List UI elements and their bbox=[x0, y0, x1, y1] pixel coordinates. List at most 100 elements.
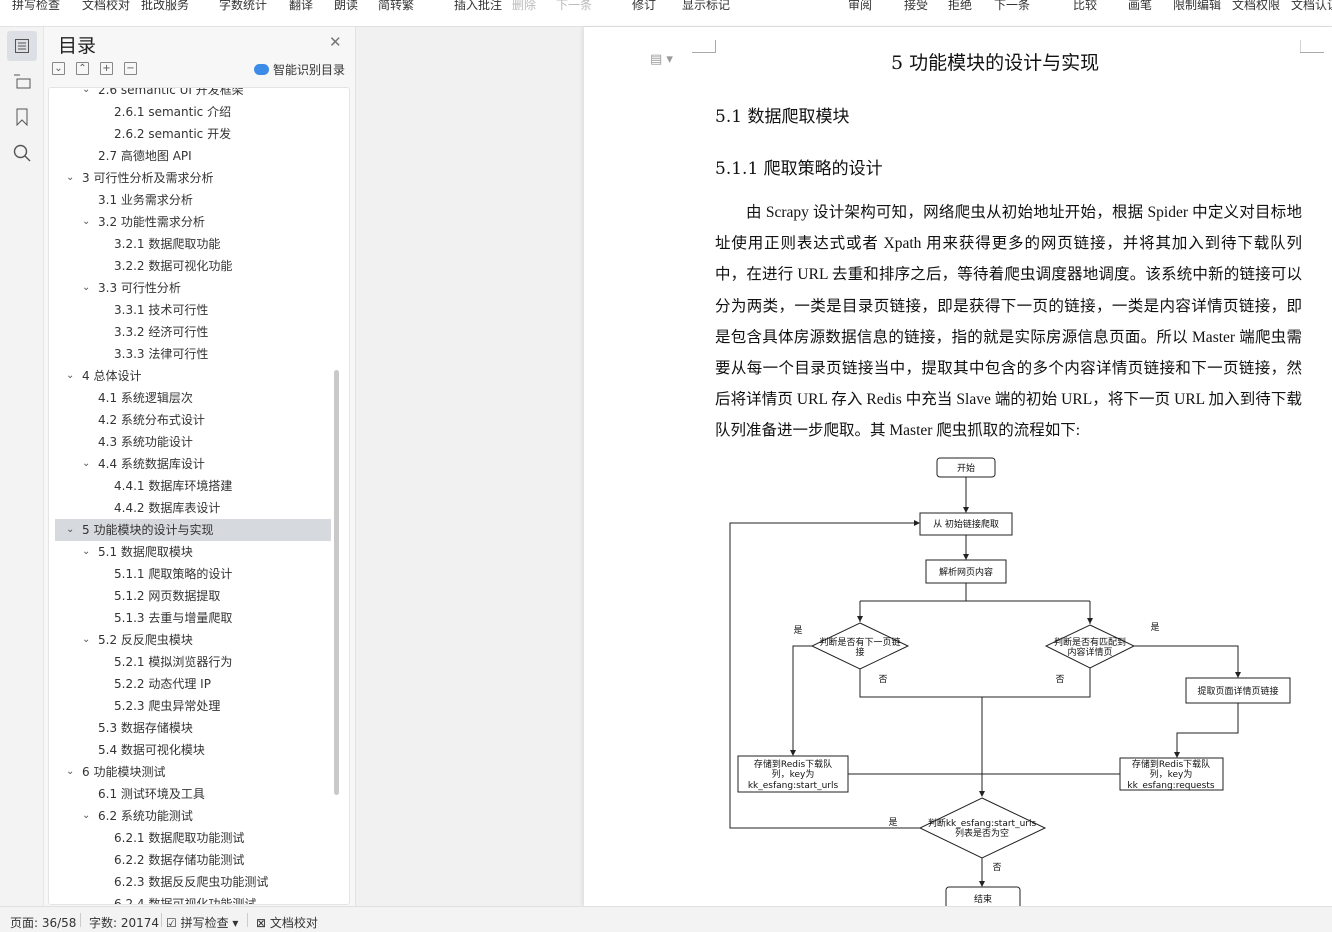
toc-item[interactable]: 5.2.2 动态代理 IP bbox=[55, 673, 331, 695]
chevron-down-icon[interactable]: ⌄ bbox=[66, 524, 75, 535]
bookmark-icon[interactable] bbox=[7, 102, 37, 132]
toc-item[interactable]: 4.4.2 数据库表设计 bbox=[55, 497, 331, 519]
toc-item[interactable]: ⌄3 可行性分析及需求分析 bbox=[55, 167, 331, 189]
collapse-up-icon[interactable]: ⌃ bbox=[76, 62, 89, 75]
toc-item[interactable]: 3.3.1 技术可行性 bbox=[55, 299, 331, 321]
toc-item-label: 2.6 semantic UI 开发框架 bbox=[98, 87, 244, 97]
chevron-down-icon[interactable]: ⌄ bbox=[66, 370, 75, 381]
toc-item[interactable]: 5.1.1 爬取策略的设计 bbox=[55, 563, 331, 585]
navigation-icon[interactable] bbox=[7, 66, 37, 96]
toolbar-item[interactable]: 翻译 bbox=[289, 0, 314, 12]
toc-item-label: 4.4.1 数据库环境搭建 bbox=[114, 479, 233, 493]
toc-item[interactable]: ⌄6.2 系统功能测试 bbox=[55, 805, 331, 827]
toc-item-label: 5.1.3 去重与增量爬取 bbox=[114, 611, 233, 625]
document-icon[interactable]: ▤ ▾ bbox=[650, 52, 673, 67]
toolbar-item[interactable]: 插入批注 bbox=[454, 0, 503, 12]
page-count: 页面: 36/58 bbox=[10, 916, 77, 930]
toolbar-item[interactable]: 显示标记 bbox=[682, 0, 731, 12]
toc-item[interactable]: 6.2.4 数据可视化功能测试 bbox=[55, 893, 331, 905]
toolbar-item[interactable]: 拒绝 bbox=[948, 0, 973, 12]
toc-item[interactable]: 4.4.1 数据库环境搭建 bbox=[55, 475, 331, 497]
toc-item[interactable]: 2.7 高德地图 API bbox=[55, 145, 331, 167]
chevron-down-icon[interactable]: ⌄ bbox=[66, 172, 75, 183]
proofread-icon: ⊠ bbox=[256, 916, 267, 930]
proofread-button[interactable]: ⊠ 文档校对 bbox=[256, 916, 318, 930]
word-count[interactable]: 字数: 20174 bbox=[89, 916, 160, 930]
toc-item-label: 4 总体设计 bbox=[82, 369, 142, 383]
chevron-down-icon[interactable]: ⌄ bbox=[82, 458, 91, 469]
chevron-down-icon[interactable]: ⌄ bbox=[82, 634, 91, 645]
toc-icon[interactable] bbox=[7, 31, 37, 61]
chevron-down-icon[interactable]: ⌄ bbox=[82, 546, 91, 557]
heading-3: 5.1.1 爬取策略的设计 bbox=[715, 159, 883, 179]
toc-item-label: 3.2.1 数据爬取功能 bbox=[114, 237, 221, 251]
toc-item[interactable]: ⌄5.1 数据爬取模块 bbox=[55, 541, 331, 563]
toc-item[interactable]: 5.2.3 爬虫异常处理 bbox=[55, 695, 331, 717]
toc-scrollbar[interactable] bbox=[334, 370, 339, 795]
toc-item[interactable]: 3.3.3 法律可行性 bbox=[55, 343, 331, 365]
toc-item[interactable]: 5.2.1 模拟浏览器行为 bbox=[55, 651, 331, 673]
toc-item[interactable]: 5.1.2 网页数据提取 bbox=[55, 585, 331, 607]
toc-item[interactable]: ⌄4.4 系统数据库设计 bbox=[55, 453, 331, 475]
spell-check-button[interactable]: ☑ 拼写检查 ▾ bbox=[166, 916, 239, 930]
toc-item[interactable]: 6.2.1 数据爬取功能测试 bbox=[55, 827, 331, 849]
expand-all-icon[interactable]: + bbox=[100, 62, 113, 75]
close-icon[interactable]: ✕ bbox=[329, 33, 342, 51]
chevron-down-icon[interactable]: ⌄ bbox=[66, 766, 75, 777]
collapse-all-icon[interactable]: − bbox=[124, 62, 137, 75]
toc-item[interactable]: 5.1.3 去重与增量爬取 bbox=[55, 607, 331, 629]
chevron-down-icon[interactable]: ⌄ bbox=[82, 810, 91, 821]
toc-item-label: 4.1 系统逻辑层次 bbox=[98, 391, 193, 405]
toolbar-item[interactable]: 文档校对 bbox=[82, 0, 131, 12]
toc-item-label: 4.2 系统分布式设计 bbox=[98, 413, 205, 427]
toc-item[interactable]: 2.6.2 semantic 开发 bbox=[55, 123, 331, 145]
toc-item[interactable]: 2.6.1 semantic 介绍 bbox=[55, 101, 331, 123]
toc-item[interactable]: ⌄ 3.3 可行性分析 bbox=[55, 277, 331, 299]
toolbar-item[interactable]: 文档权限 bbox=[1232, 0, 1281, 12]
toc-item[interactable]: 5.3 数据存储模块 bbox=[55, 717, 331, 739]
toolbar-item[interactable]: 批改服务 bbox=[141, 0, 190, 12]
chevron-down-icon[interactable]: ⌄ bbox=[82, 282, 91, 293]
search-icon[interactable] bbox=[7, 138, 37, 168]
toolbar-item[interactable]: 字数统计 bbox=[219, 0, 268, 12]
toolbar-item[interactable]: 删除 bbox=[512, 0, 537, 12]
chevron-down-icon[interactable]: ⌄ bbox=[82, 216, 91, 227]
toolbar-item[interactable]: 限制编辑 bbox=[1173, 0, 1222, 12]
toc-item[interactable]: ⌄ 4 总体设计 bbox=[55, 365, 331, 387]
chevron-down-icon[interactable]: ⌄ bbox=[82, 87, 91, 95]
toc-item[interactable]: ⌄6 功能模块测试 bbox=[55, 761, 331, 783]
toc-item[interactable]: 3.2.1 数据爬取功能 bbox=[55, 233, 331, 255]
toolbar-item[interactable]: 画笔 bbox=[1128, 0, 1153, 12]
toolbar-item[interactable]: 拼写检查 bbox=[12, 0, 61, 12]
toc-item[interactable]: 5.4 数据可视化模块 bbox=[55, 739, 331, 761]
smart-toc-button[interactable]: 智能识别目录 bbox=[254, 61, 345, 78]
toolbar-item[interactable]: 朗读 bbox=[334, 0, 359, 12]
toc-item-label: 5.2.3 爬虫异常处理 bbox=[114, 699, 221, 713]
toolbar-item[interactable]: 接受 bbox=[904, 0, 929, 12]
toolbar-item[interactable]: 审阅 bbox=[848, 0, 873, 12]
toc-item[interactable]: 3.2.2 数据可视化功能 bbox=[55, 255, 331, 277]
toc-item[interactable]: 4.2 系统分布式设计 bbox=[55, 409, 331, 431]
expand-down-icon[interactable]: ⌄ bbox=[52, 62, 65, 75]
toc-item[interactable]: 4.1 系统逻辑层次 bbox=[55, 387, 331, 409]
toc-item-label: 5.2.2 动态代理 IP bbox=[114, 677, 211, 691]
toc-item[interactable]: 4.3 系统功能设计 bbox=[55, 431, 331, 453]
toc-item[interactable]: 6.2.3 数据反反爬虫功能测试 bbox=[55, 871, 331, 893]
toolbar-item[interactable]: 简转繁 bbox=[378, 0, 415, 12]
toc-item[interactable]: 6.2.2 数据存储功能测试 bbox=[55, 849, 331, 871]
toc-item[interactable]: ⌄ 2.6 semantic UI 开发框架 bbox=[55, 87, 331, 101]
toolbar-item[interactable]: 文档认证 bbox=[1291, 0, 1332, 12]
toc-item[interactable]: ⌄3.2 功能性需求分析 bbox=[55, 211, 331, 233]
check-icon: ☑ bbox=[166, 916, 177, 930]
toc-item[interactable]: ⌄5 功能模块的设计与实现 bbox=[55, 519, 331, 541]
toc-item[interactable]: 6.1 测试环境及工具 bbox=[55, 783, 331, 805]
toolbar-item[interactable]: 下一条 bbox=[556, 0, 593, 12]
toolbar-item[interactable]: 修订 bbox=[632, 0, 657, 12]
toc-item-label: 3.3 可行性分析 bbox=[98, 281, 181, 295]
toc-item[interactable]: 3.3.2 经济可行性 bbox=[55, 321, 331, 343]
toc-item-label: 6.2.4 数据可视化功能测试 bbox=[114, 897, 257, 905]
toolbar-item[interactable]: 下一条 bbox=[994, 0, 1031, 12]
toolbar-item[interactable]: 比较 bbox=[1073, 0, 1098, 12]
toc-item[interactable]: 3.1 业务需求分析 bbox=[55, 189, 331, 211]
toc-item[interactable]: ⌄5.2 反反爬虫模块 bbox=[55, 629, 331, 651]
